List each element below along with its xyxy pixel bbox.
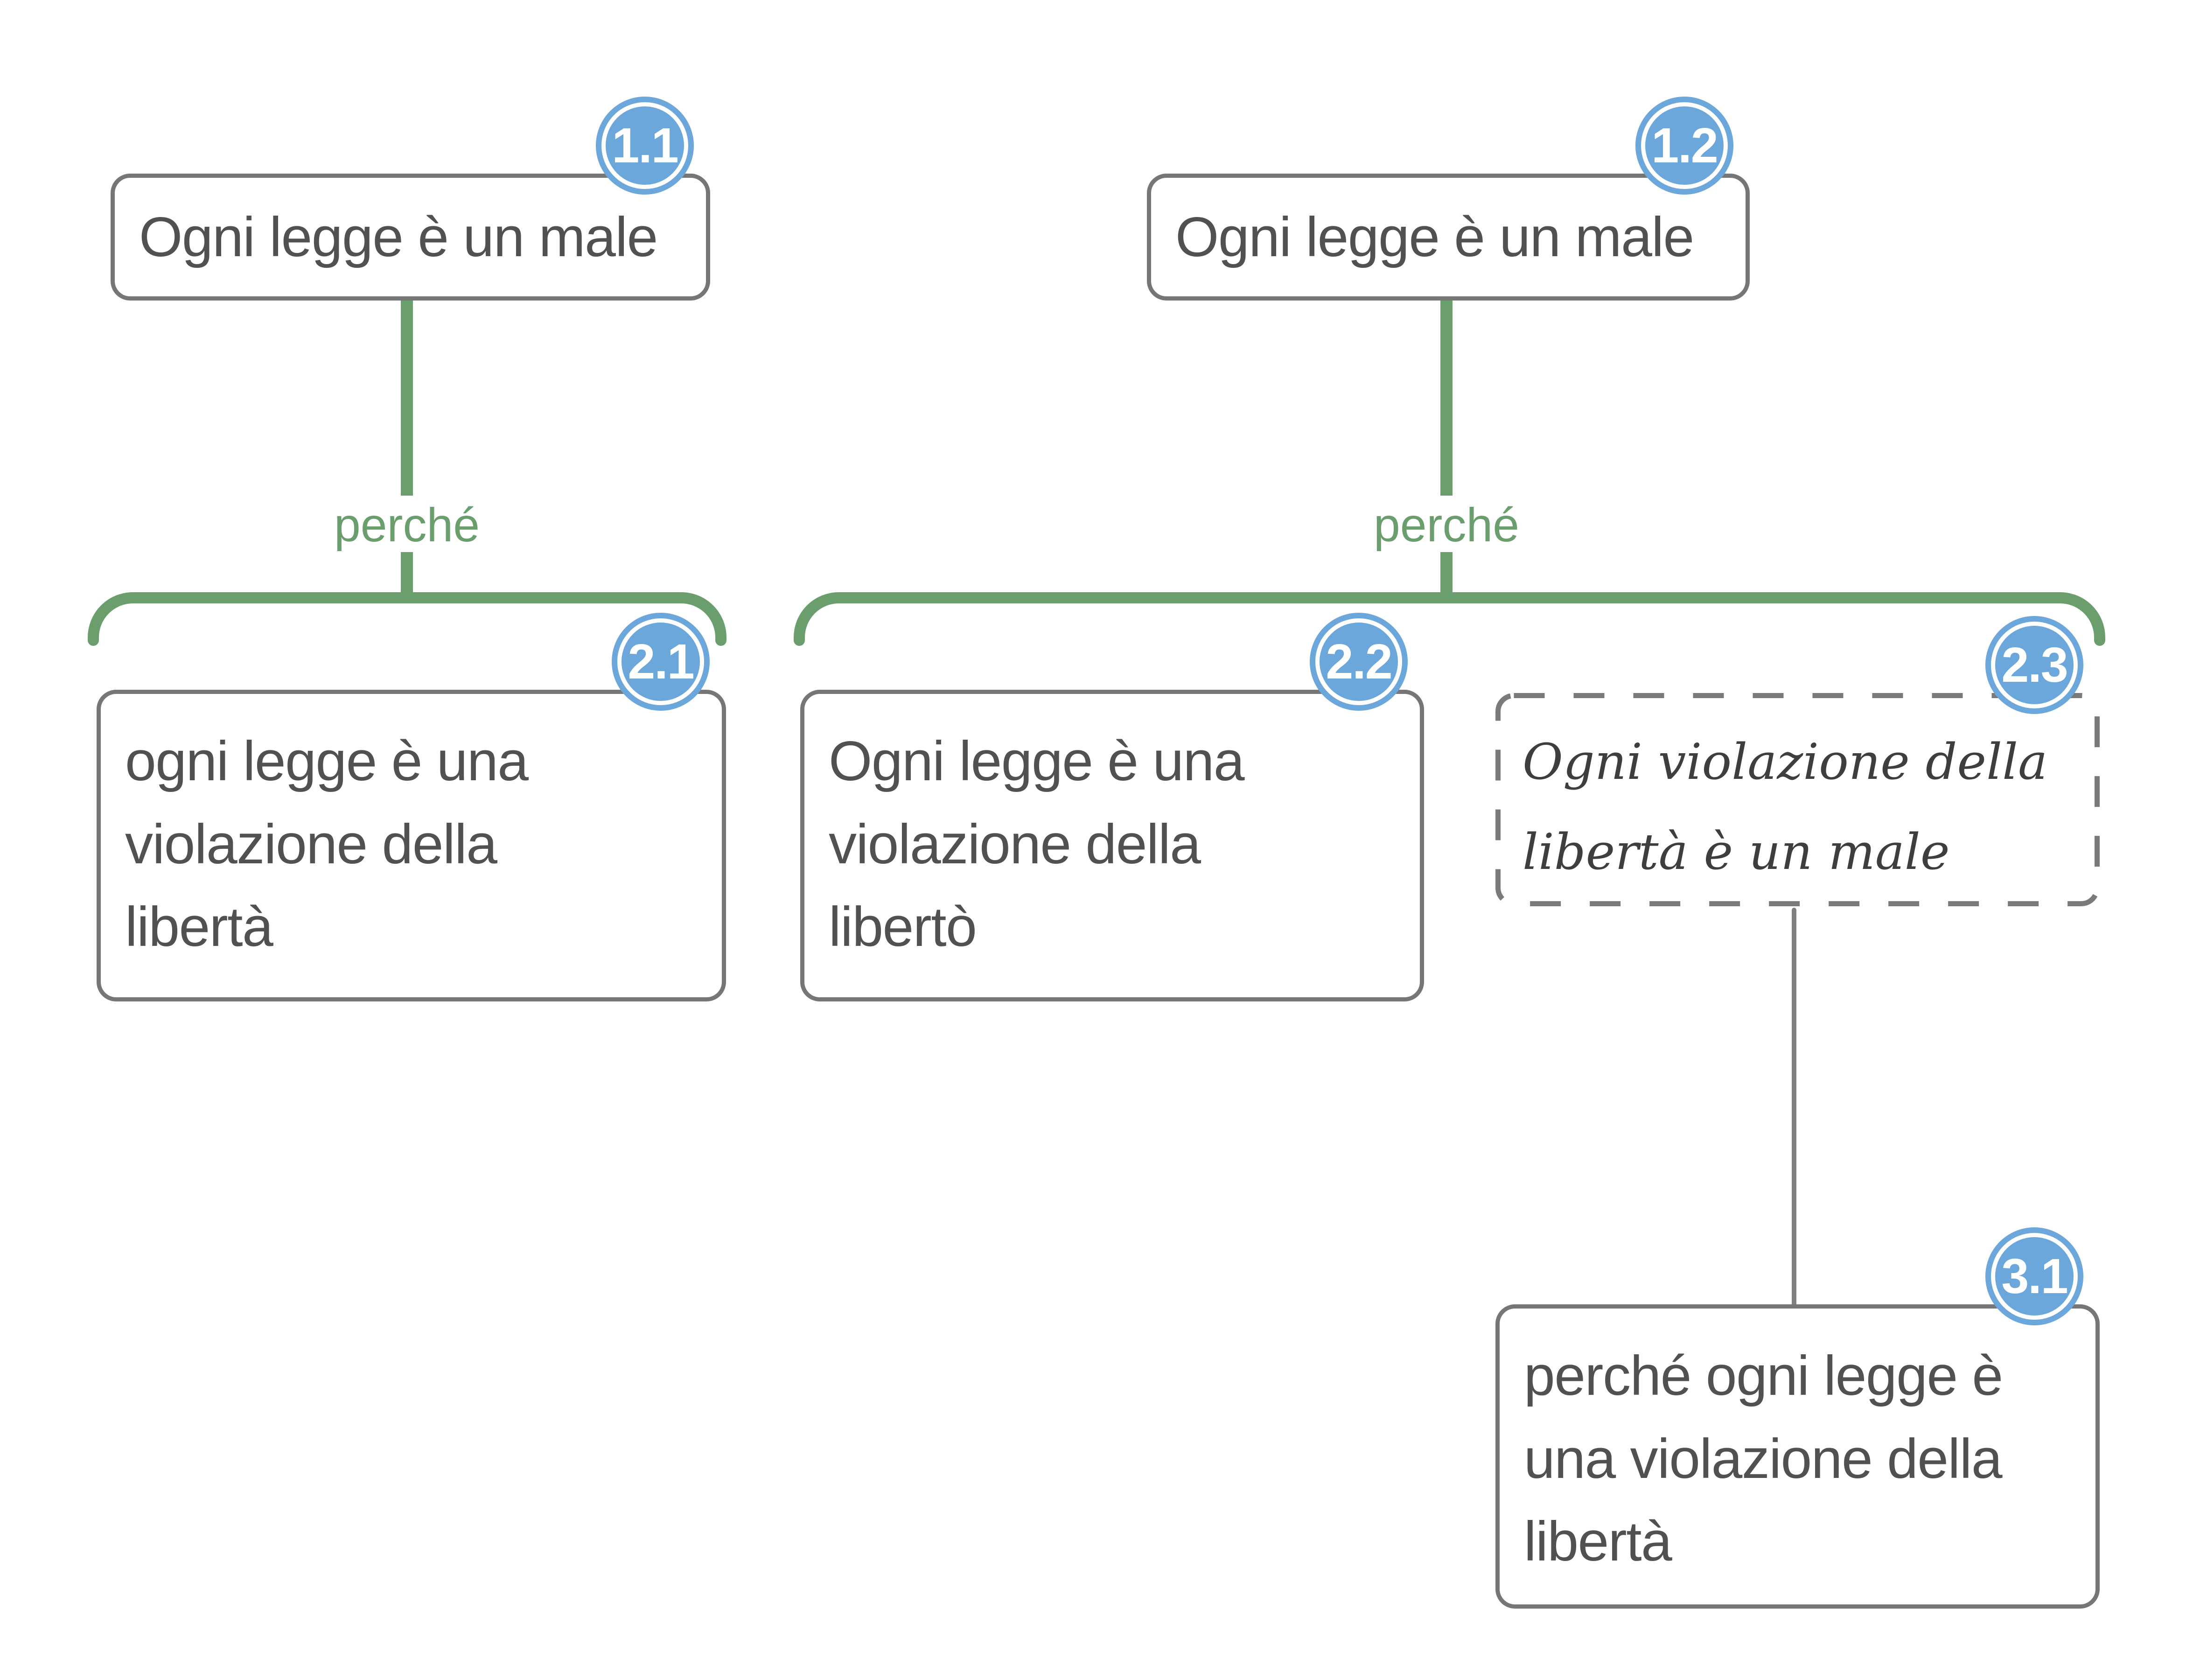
badge-1-2[interactable]: 1.2 [1635, 97, 1733, 195]
reason-label-right: perché [1306, 498, 1586, 552]
premise-text-line: Ogni legge è una [829, 730, 1245, 792]
premise-box-2-2[interactable]: Ogni legge è una violazione della libert… [800, 690, 1424, 1001]
reason-label-left: perché [267, 498, 547, 552]
badge-number: 2.2 [1326, 634, 1392, 689]
claim-text: Ogni legge è un male [1175, 206, 1694, 268]
premise-text-line: libertà [125, 896, 273, 959]
premise-text-line: violazione della [829, 812, 1201, 875]
premise-box-2-3[interactable]: Ogni violazione della libertà è un male [1495, 693, 2100, 906]
support-bracket-left [88, 592, 726, 646]
handwritten-text-line: Ogni violazione della [1523, 733, 2048, 791]
dashed-border [1495, 693, 2100, 906]
badge-1-1[interactable]: 1.1 [596, 97, 694, 195]
premise-text-line: libertò [829, 896, 977, 959]
badge-number: 2.3 [2001, 637, 2068, 693]
badge-number: 2.1 [628, 634, 694, 689]
badge-number: 3.1 [2001, 1248, 2068, 1304]
reason-box-3-1[interactable]: perché ogni legge è una violazione della… [1495, 1304, 2100, 1609]
badge-number: 1.2 [1651, 118, 1718, 173]
support-bracket-right [794, 592, 2105, 646]
badge-3-1[interactable]: 3.1 [1985, 1227, 2083, 1325]
handwritten-text-line: libertà è un male [1523, 823, 1950, 881]
badge-number: 1.1 [612, 118, 678, 173]
claim-box-1-1[interactable]: Ogni legge è un male [111, 174, 710, 301]
reason-text-line: libertà [1524, 1510, 1672, 1573]
reason-text-line: una violazione della [1524, 1427, 2003, 1490]
reason-text-line: perché ogni legge è [1524, 1344, 2003, 1407]
claim-box-1-2[interactable]: Ogni legge è un male [1147, 174, 1750, 301]
premise-box-2-1[interactable]: ogni legge è una violazione della libert… [97, 690, 726, 1001]
claim-text: Ogni legge è un male [139, 206, 658, 268]
premise-text-line: violazione della [125, 812, 497, 875]
badge-2-3[interactable]: 2.3 [1985, 616, 2083, 714]
badge-2-2[interactable]: 2.2 [1310, 613, 1408, 711]
badge-2-1[interactable]: 2.1 [612, 613, 710, 711]
premise-text-line: ogni legge è una [125, 730, 529, 792]
